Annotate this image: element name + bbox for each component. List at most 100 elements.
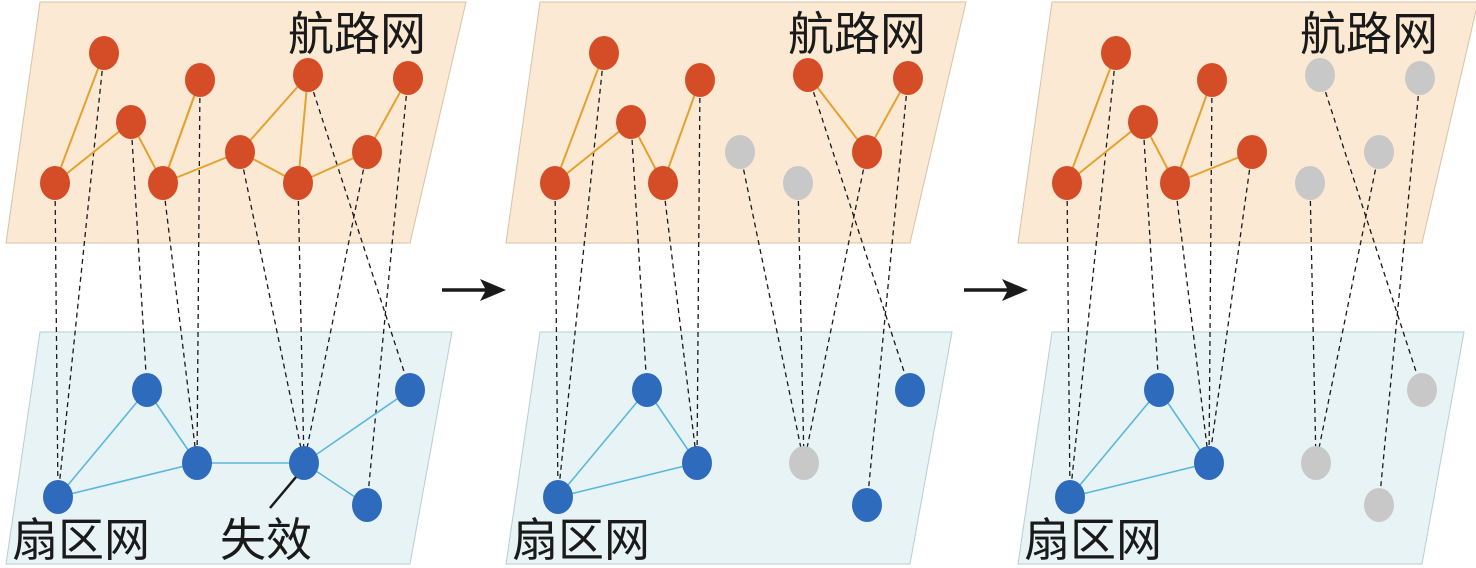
coupling-link bbox=[1319, 74, 1423, 391]
route-edge bbox=[54, 121, 132, 184]
route-edge bbox=[554, 52, 605, 184]
route-node bbox=[283, 166, 313, 200]
coupling-link bbox=[1066, 182, 1071, 498]
route-edge bbox=[297, 74, 309, 184]
route-plane bbox=[505, 1, 967, 244]
route-node bbox=[89, 36, 119, 70]
route-node bbox=[1052, 166, 1082, 200]
coupling-link bbox=[696, 79, 701, 464]
failed-sector-node bbox=[1364, 488, 1394, 522]
route-net-label: 航路网 bbox=[1300, 7, 1438, 61]
sector-node bbox=[1144, 373, 1174, 407]
coupling-link bbox=[1315, 151, 1380, 464]
route-net-label: 航路网 bbox=[288, 7, 426, 61]
route-node bbox=[40, 166, 70, 200]
coupling-link bbox=[303, 151, 368, 464]
coupling-link bbox=[1309, 182, 1317, 464]
coupling-link bbox=[1208, 79, 1213, 464]
route-edge bbox=[54, 52, 105, 184]
route-net-label: 航路网 bbox=[788, 7, 926, 61]
route-node bbox=[352, 135, 382, 169]
route-node bbox=[1160, 166, 1190, 200]
sector-node bbox=[132, 373, 162, 407]
route-node bbox=[616, 105, 646, 139]
sector-plane bbox=[5, 331, 453, 565]
route-node bbox=[648, 166, 678, 200]
failed-sector-node bbox=[1301, 446, 1331, 480]
sector-plane bbox=[1017, 331, 1465, 565]
sector-edge bbox=[303, 389, 411, 464]
coupling-link bbox=[739, 151, 805, 464]
progression-arrows bbox=[442, 279, 1028, 301]
route-node bbox=[852, 135, 882, 169]
route-node bbox=[1101, 36, 1131, 70]
sector-net-label: 扇区网 bbox=[12, 513, 150, 567]
coupling-link bbox=[807, 74, 911, 391]
route-node bbox=[393, 61, 423, 95]
coupling-link bbox=[803, 151, 868, 464]
sector-node bbox=[352, 488, 382, 522]
sector-node bbox=[395, 373, 425, 407]
sector-net-label: 扇区网 bbox=[1024, 513, 1162, 567]
route-node bbox=[185, 63, 215, 97]
sector-edge bbox=[57, 389, 148, 498]
failed-route-node bbox=[1305, 58, 1335, 92]
route-node bbox=[1128, 105, 1158, 139]
route-node bbox=[685, 63, 715, 97]
failed-sector-node bbox=[1407, 373, 1437, 407]
route-edge bbox=[554, 121, 632, 184]
route-node bbox=[893, 61, 923, 95]
coupling-link bbox=[1069, 52, 1117, 498]
route-edge bbox=[1174, 79, 1213, 184]
route-edge bbox=[1066, 52, 1117, 184]
route-node bbox=[589, 36, 619, 70]
failure-label: 失效 bbox=[220, 513, 312, 567]
coupling-link bbox=[1174, 182, 1210, 464]
sector-node bbox=[632, 373, 662, 407]
route-plane bbox=[5, 1, 467, 244]
failed-sector-node bbox=[789, 446, 819, 480]
sector-net-label: 扇区网 bbox=[512, 513, 650, 567]
coupling-link bbox=[797, 182, 805, 464]
route-node bbox=[793, 58, 823, 92]
coupling-link bbox=[557, 52, 605, 498]
coupling-link bbox=[239, 151, 305, 464]
failed-route-node bbox=[1405, 61, 1435, 95]
coupling-link bbox=[162, 182, 198, 464]
route-edge bbox=[1066, 121, 1144, 184]
route-node bbox=[1197, 63, 1227, 97]
failed-route-node bbox=[783, 166, 813, 200]
sector-node bbox=[543, 480, 573, 514]
failed-route-node bbox=[1295, 166, 1325, 200]
sector-node bbox=[43, 480, 73, 514]
sector-node bbox=[895, 373, 925, 407]
sector-plane bbox=[505, 331, 953, 565]
coupling-link bbox=[54, 182, 59, 498]
coupling-link bbox=[554, 182, 559, 498]
failed-route-node bbox=[1364, 135, 1394, 169]
sector-node bbox=[289, 446, 319, 480]
route-plane bbox=[1017, 1, 1476, 244]
failed-route-node bbox=[725, 135, 755, 169]
sector-node bbox=[1194, 446, 1224, 480]
sector-node bbox=[182, 446, 212, 480]
coupling-link bbox=[297, 182, 305, 464]
arrow-head bbox=[480, 279, 506, 301]
failure-pointer bbox=[269, 476, 297, 509]
sector-edge bbox=[557, 389, 648, 498]
route-node bbox=[148, 166, 178, 200]
coupling-link bbox=[307, 74, 411, 391]
route-node bbox=[540, 166, 570, 200]
route-node bbox=[116, 105, 146, 139]
route-edge bbox=[162, 79, 201, 184]
sector-edge bbox=[1069, 389, 1160, 498]
coupling-link bbox=[1208, 151, 1253, 464]
route-edge bbox=[662, 79, 701, 184]
route-node bbox=[1237, 135, 1267, 169]
sector-node bbox=[1055, 480, 1085, 514]
sector-node bbox=[852, 488, 882, 522]
